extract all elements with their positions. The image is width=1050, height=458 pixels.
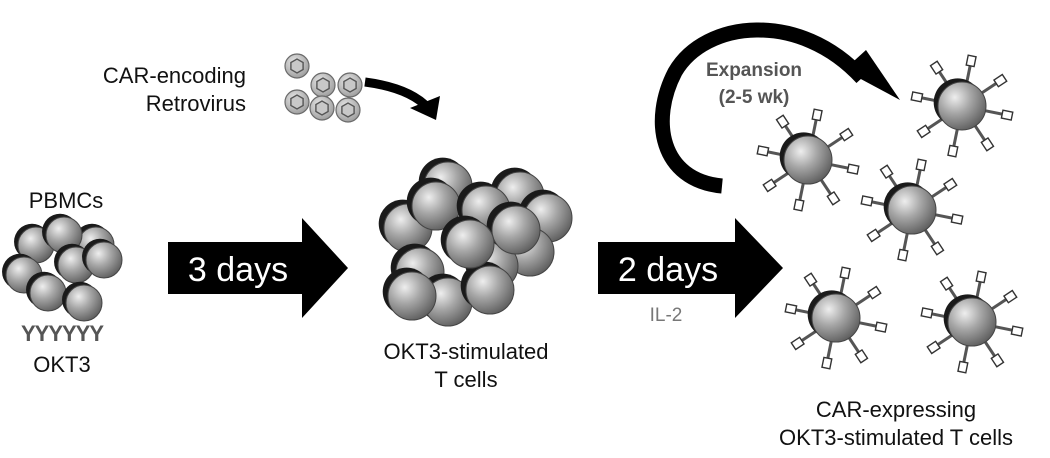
stimulated-t-cell [440,215,495,269]
car-expressing-cells [756,54,1024,374]
stimulated-label-line1: OKT3-stimulated [383,339,548,364]
two-days-arrow [598,218,783,318]
virus-transduction-arrowhead [410,96,440,120]
car-expressing-label-line2: OKT3-stimulated T cells [779,425,1013,450]
retrovirus-particle [337,72,363,98]
okt3-label: OKT3 [33,352,90,377]
two-days-label: 2 days [618,251,718,289]
car-virus-label-line1: CAR-encoding [103,63,246,88]
expansion-label-line2: (2-5 wk) [719,87,790,108]
pbmcs-label: PBMCs [29,188,104,213]
stimulated-t-cell [382,267,437,321]
pbmc-cell [26,271,67,312]
virus-transduction-arrow [364,77,432,112]
car-t-cell [860,158,964,262]
expansion-loop-arrowhead [844,50,900,100]
car-virus-label-line2: Retrovirus [146,91,246,116]
retrovirus-particle [309,95,335,121]
three-days-arrow [168,218,348,318]
car-t-cell [920,270,1024,374]
expansion-loop-arrow [654,22,868,194]
retrovirus-particle [284,53,310,79]
stimulated-label-line2: T cells [434,367,497,392]
retrovirus-particle [335,97,361,123]
expansion-label-line1: Expansion [706,60,802,81]
car-expressing-label-line1: CAR-expressing [816,397,976,422]
car-t-cell [784,266,888,370]
car-t-cell [756,108,860,212]
stimulated-t-cell-cluster [378,157,573,327]
retrovirus-particle [284,89,310,115]
retrovirus-particle [310,72,336,98]
three-days-label: 3 days [188,251,288,289]
pbmc-cell [82,238,123,279]
pbmc-cell [62,281,103,322]
il2-label: IL-2 [650,305,683,326]
stimulated-t-cell [460,261,515,315]
pbmc-cluster [2,213,123,322]
okt3-antibodies: YYYYYY [21,321,104,346]
stimulated-t-cell [486,201,541,255]
car-t-cell [910,54,1014,158]
retrovirus-particles [284,53,363,123]
